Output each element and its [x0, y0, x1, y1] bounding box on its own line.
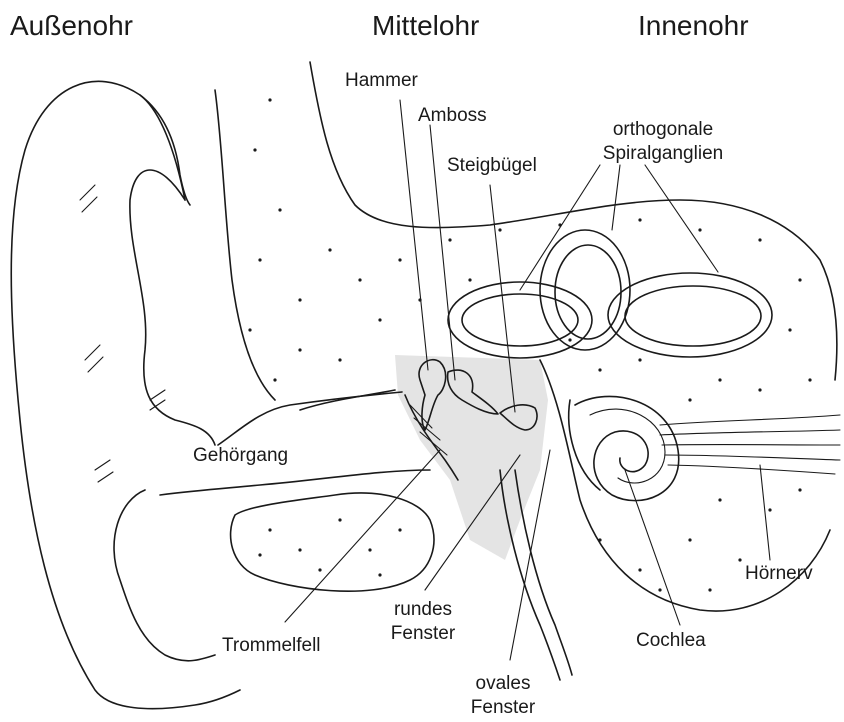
- label-spiral-line2: Spiralganglien: [578, 142, 748, 166]
- label-trommelfell: Trommelfell: [222, 635, 321, 657]
- label-ovales-line1: ovales: [458, 672, 548, 696]
- temporal-bone-upper: [215, 90, 275, 400]
- label-rundes-line1: rundes: [378, 598, 468, 622]
- auricle-hatching: [80, 185, 165, 482]
- auricle-inner-fold: [130, 170, 215, 445]
- label-gehoergang: Gehörgang: [193, 445, 288, 467]
- label-spiral-line1: orthogonale: [578, 118, 748, 142]
- ear-canal-lower-wall: [160, 470, 430, 495]
- header-middle-ear: Mittelohr: [372, 10, 479, 42]
- auditory-nerve-bundle: [660, 415, 840, 474]
- label-amboss: Amboss: [418, 105, 487, 127]
- lower-bone-block: [231, 493, 434, 591]
- label-ovales-fenster: ovales Fenster: [458, 672, 548, 720]
- cochlea-base: [569, 400, 600, 490]
- semicircular-canal-upper-inner: [555, 245, 621, 339]
- ear-canal-upper-wall: [218, 392, 402, 445]
- label-hammer: Hammer: [345, 70, 418, 92]
- label-ovales-line2: Fenster: [458, 696, 548, 720]
- semicircular-canal-upper: [540, 230, 630, 350]
- helix-tip: [140, 95, 190, 205]
- cochlea-spiral-inner: [590, 409, 665, 483]
- header-outer-ear: Außenohr: [10, 10, 133, 42]
- label-spiralganglien: orthogonale Spiralganglien: [578, 118, 748, 166]
- label-rundes-line2: Fenster: [378, 622, 468, 646]
- semicircular-canal-posterior-inner: [625, 286, 761, 346]
- cochlea-spiral: [575, 396, 679, 500]
- temporal-bone-top: [310, 62, 837, 380]
- label-cochlea: Cochlea: [636, 630, 706, 652]
- temporal-bone-floor: [300, 390, 395, 410]
- header-inner-ear: Innenohr: [638, 10, 749, 42]
- label-hoernerv: Hörnerv: [745, 563, 813, 585]
- lobe-fold: [114, 490, 215, 661]
- label-rundes-fenster: rundes Fenster: [378, 598, 468, 646]
- label-steigbuegel: Steigbügel: [447, 155, 537, 177]
- auricle-outline: [11, 81, 240, 708]
